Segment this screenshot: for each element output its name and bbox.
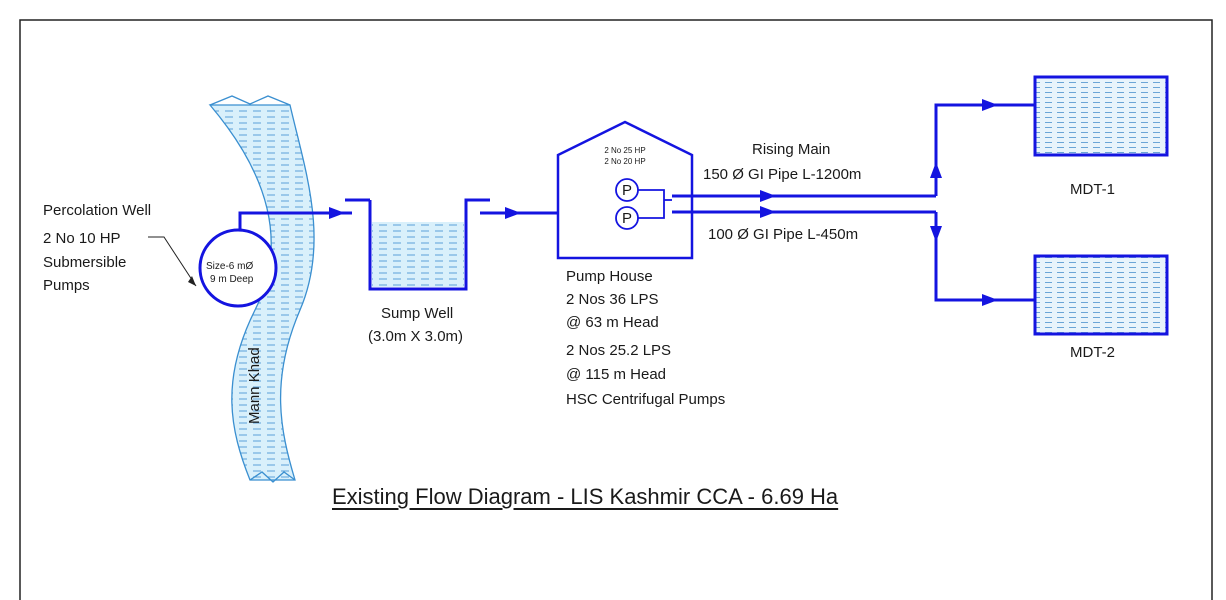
pump-house-spec1: 2 Nos 36 LPS [566,291,659,308]
mdt-1-tank [1033,75,1169,157]
pump-house-spec2: @ 63 m Head [566,314,659,331]
pump-house-spec4: @ 115 m Head [566,366,666,383]
stream-label: Mann Khad [246,347,263,424]
mdt-2-label: MDT-2 [1070,344,1115,361]
arrow-rising-upper [760,190,776,202]
stream-channel [208,104,315,481]
rising-main-pipe2: 100 Ø GI Pipe L-450m [708,226,859,243]
well-size-line1: Size-6 mØ [206,261,254,272]
pump-2-symbol: P [621,210,632,227]
sump-well-walls [368,198,490,291]
pump-house-spec3: 2 Nos 25.2 LPS [566,342,672,359]
outer-frame [19,19,1213,600]
mdt-1-label: MDT-1 [1070,181,1115,198]
well-size-line2: 9 m Deep [210,274,254,285]
arrow-right-mdt2 [982,294,998,306]
stream-top-zigzag [209,95,291,106]
percolation-leader [148,236,197,287]
rising-main-pipe1: 150 Ø GI Pipe L-1200m [703,166,862,183]
percolation-pumps-line3: Pumps [43,277,90,294]
pump-house-hp-line2: 2 No 20 HP [604,157,646,166]
rising-main-title: Rising Main [752,141,831,158]
pump-house-spec5: HSC Centrifugal Pumps [566,391,726,408]
arrow-down-mdt2 [930,226,942,242]
percolation-well [198,228,278,308]
pipe-to-mdt2 [934,212,1035,302]
arrow-rising-lower [760,206,776,218]
sump-water [372,222,464,287]
arrow-right-mdt1 [982,99,998,111]
percolation-well-title: Percolation Well [43,202,152,219]
arrow-up-mdt1 [930,162,942,178]
pump-1-symbol: P [621,182,632,199]
pipe-to-mdt1 [934,103,1035,196]
pump-manifold [638,189,665,219]
percolation-leader-arrow [188,276,196,286]
stream-bottom-zigzag [249,471,296,483]
percolation-pumps-line1: 2 No 10 HP [43,230,121,247]
mdt-2-tank [1033,254,1169,336]
diagram-title: Existing Flow Diagram - LIS Kashmir CCA … [332,484,839,509]
pump-house-hp-line1: 2 No 25 HP [604,146,646,155]
sump-well-name: Sump Well [381,305,454,322]
arrow-to-pumphouse [505,207,521,219]
percolation-pumps-line2: Submersible [43,254,127,271]
pipe-well-to-sump [238,211,352,230]
arrow-to-sump [329,207,345,219]
pump-house-name: Pump House [566,268,653,285]
sump-well-size: (3.0m X 3.0m) [368,328,464,345]
